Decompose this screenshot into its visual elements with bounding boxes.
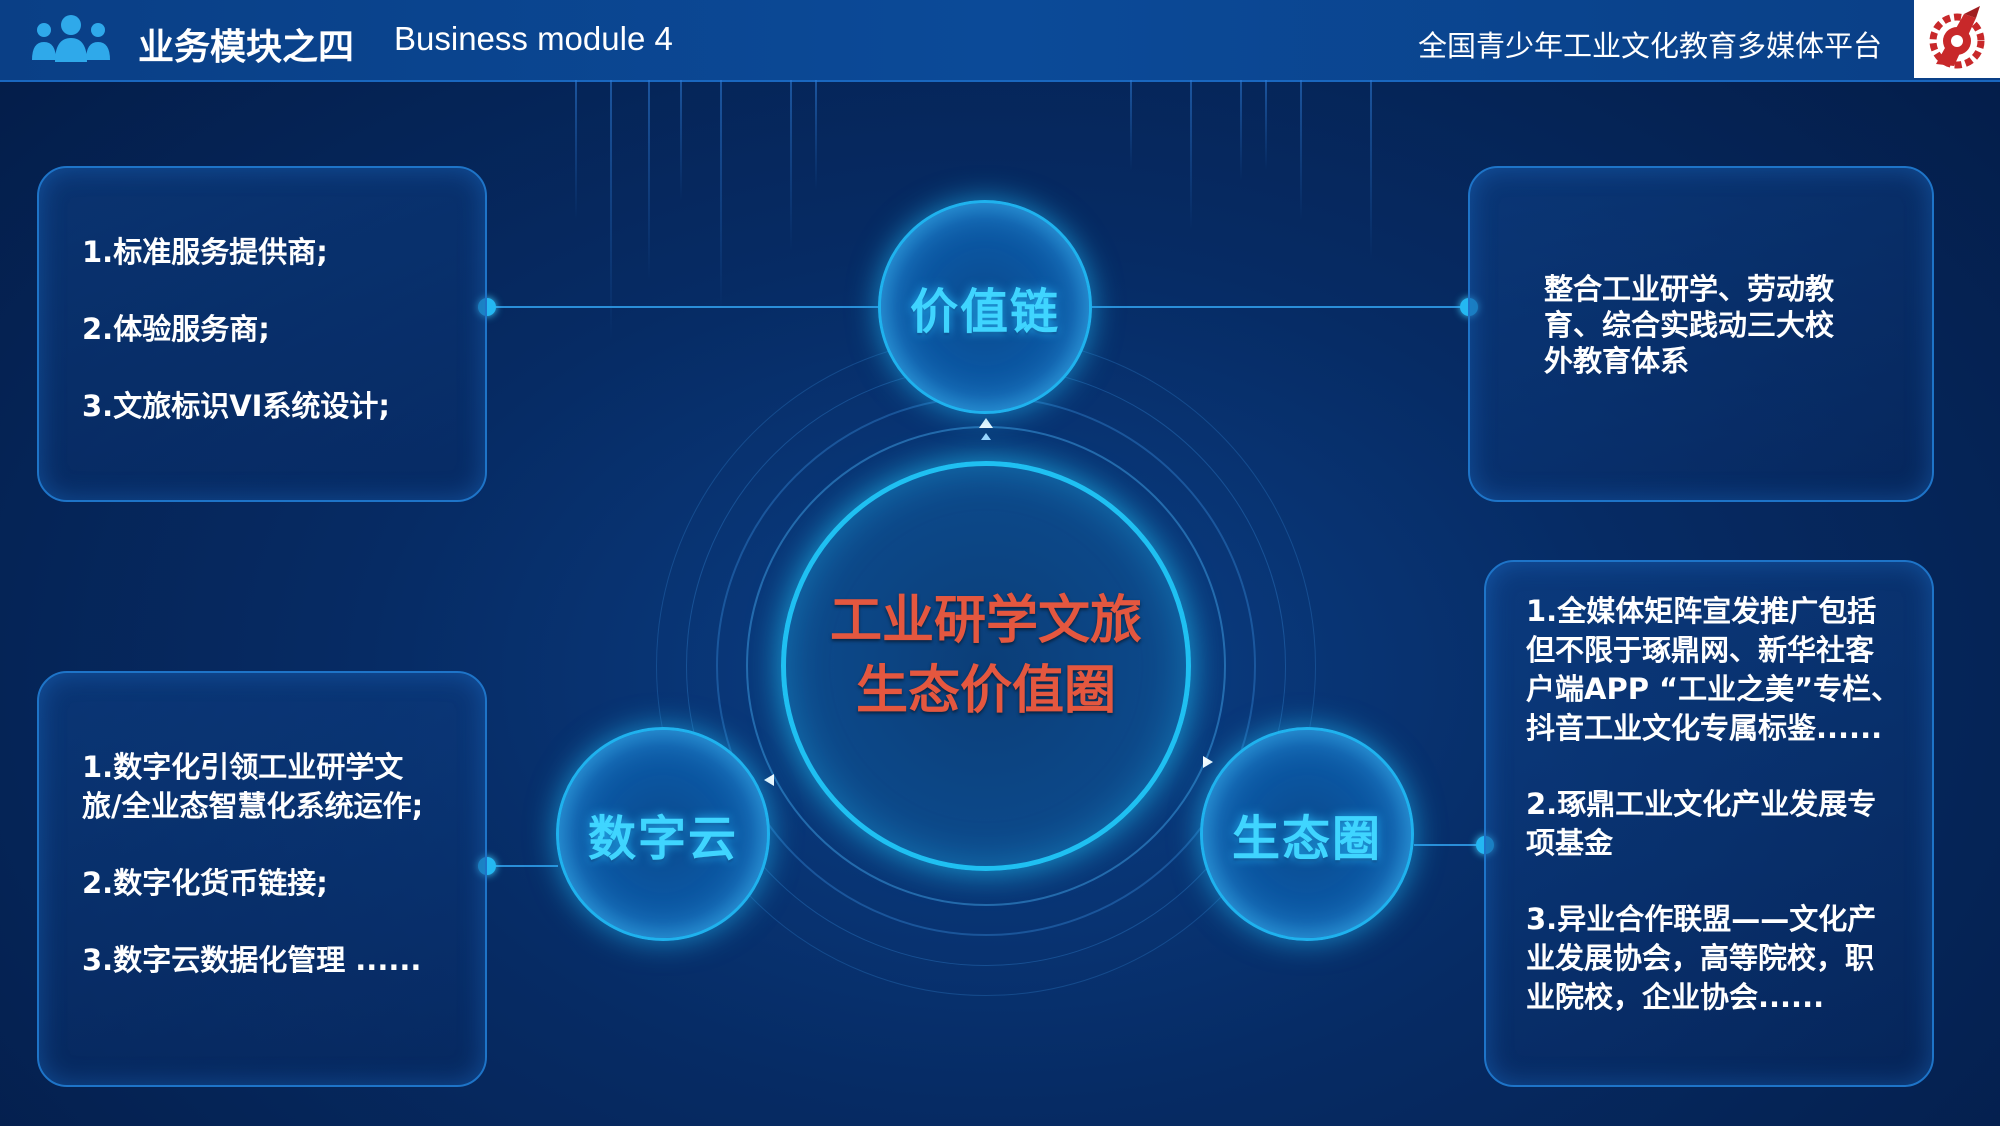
panel-bottom-right [1484,560,1934,1087]
arrow-right-icon [1203,756,1213,768]
decorative-line [680,80,682,200]
logo [1914,0,2000,78]
decorative-line [1190,80,1192,230]
list-item: 1.标准服务提供商; [82,235,328,269]
panel-top-left [37,166,487,502]
decorative-line [1300,80,1302,220]
panel-text-line: 3.异业合作联盟——文化产 [1526,902,1877,936]
decorative-line [575,80,577,220]
list-item: 3.数字云数据化管理 ...... [82,943,422,977]
decorative-line [815,80,817,190]
panel-text-line: 2.琢鼎工业文化产业发展专 [1526,787,1877,821]
connector-line [486,865,558,867]
panel-text-line: 整合工业研学、劳动教 [1544,272,1835,306]
decorative-line [720,80,722,310]
center-circle [781,461,1191,871]
decorative-line [1130,80,1132,170]
list-item: 3.文旅标识VI系统设计; [82,389,391,423]
panel-text-line: 1.全媒体矩阵宣发推广包括 [1526,594,1877,628]
decorative-line [648,80,650,280]
list-item: 2.体验服务商; [82,312,270,346]
node-value-chain-label: 价值链 [909,284,1060,340]
panel-text-line: 抖音工业文化专属标鉴...... [1526,711,1883,745]
panel-text-line: 业院校，企业协会...... [1526,980,1825,1014]
page-subtitle: Business module 4 [394,20,673,57]
gear-rocket-logo-icon [1929,6,1985,69]
arrow-up-icon [981,433,991,440]
node-value-chain: 价值链 [878,200,1092,414]
arrow-left-icon [764,774,774,786]
center-title-line2: 生态价值圈 [855,661,1116,721]
panel-text-line: 外教育体系 [1544,344,1690,378]
panel-text-line: 旅/全业态智慧化系统运作; [82,789,424,823]
platform-name: 全国青少年工业文化教育多媒体平台 [1417,29,1882,63]
decorative-line [1240,80,1242,180]
panel-text-line: 项基金 [1526,826,1614,860]
header-bar: 业务模块之四 Business module 4 全国青少年工业文化教育多媒体平… [0,0,2000,82]
center-title-line1: 工业研学文旅 [829,591,1142,651]
node-ecosystem: 生态圈 [1200,727,1414,941]
decorative-line [1265,80,1267,170]
panel-bottom-left [37,671,487,1087]
connector-line [1092,306,1468,308]
panel-text-line: 但不限于琢鼎网、新华社客 [1526,633,1875,667]
decorative-line [790,80,792,250]
panel-top-right [1468,166,1934,502]
connector-line [1414,844,1486,846]
decorative-line [610,80,612,340]
panel-text-line: 1.数字化引领工业研学文 [82,750,404,784]
decorative-line [1370,80,1372,260]
panel-text-line: 业发展协会，高等院校，职 [1526,941,1875,975]
node-ecosystem-label: 生态圈 [1231,811,1382,867]
node-digital-cloud: 数字云 [556,727,770,941]
page-title: 业务模块之四 [138,27,355,68]
list-item: 2.数字化货币链接; [82,866,328,900]
arrow-up-icon [979,418,993,428]
panel-text-line: 户端APP “工业之美”专栏、 [1526,672,1901,706]
panel-text-line: 育、综合实践动三大校 [1544,308,1835,342]
connector-line [486,306,880,308]
node-digital-cloud-label: 数字云 [587,811,738,867]
users-group-icon [32,15,110,62]
